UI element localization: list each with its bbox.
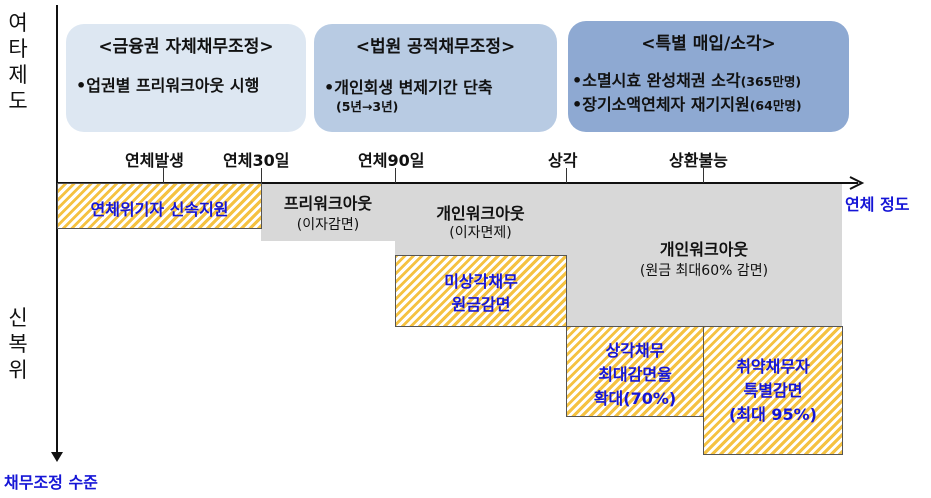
vulnerable-debtor-box: 취약채무자 특별감면 (최대 95%) [703, 326, 843, 455]
box-title: <특별 매입/소각> [641, 34, 776, 54]
individual-workout-title: 개인워크아웃 [436, 204, 525, 223]
rapid-support-box: 연체위기자 신속지원 [57, 183, 262, 229]
financial-sector-box: <금융권 자체채무조정> •업권별 프리워크아웃 시행 [66, 24, 306, 132]
box-line: •개인회생 변제기간 단축 [324, 78, 493, 97]
box-line: (최대 95%) [729, 405, 817, 424]
y-axis-label: 채무조정 수준 [4, 473, 98, 492]
box-line: 상각채무 [605, 341, 665, 360]
individual-workout-interest-region [395, 183, 566, 255]
tick [395, 168, 396, 183]
prework-out-sub: (이자감면) [296, 217, 360, 233]
box-line: 미상각채무 [444, 272, 518, 291]
box-line: •장기소액연체자 재기지원(64만명) [572, 91, 802, 115]
vlabel-char: 타 [8, 37, 28, 61]
tick [261, 168, 262, 183]
stage-label: 상환불능 [669, 151, 728, 170]
written-off-debt-box: 상각채무 최대감면율 확대(70%) [566, 326, 704, 417]
stage-label: 연체90일 [358, 151, 425, 170]
box-line-small: (365만명) [740, 74, 802, 89]
tick [703, 168, 704, 183]
rapid-support-label: 연체위기자 신속지원 [90, 200, 229, 219]
prework-out-title: 프리워크아웃 [283, 194, 373, 213]
vlabel-char: 복 [8, 332, 28, 356]
tick [163, 168, 164, 183]
box-line-main: •장기소액연체자 재기지원 [572, 95, 750, 114]
prework-out-region [261, 183, 395, 241]
vlabel-char: 도 [8, 89, 28, 113]
box-line: •업권별 프리워크아웃 시행 [76, 76, 260, 95]
box-line: •소멸시효 완성채권 소각(365만명) [572, 67, 801, 91]
box-title: <법원 공적채무조정> [355, 37, 516, 57]
box-line: 최대감면율 [598, 365, 672, 384]
x-axis-label: 연체 정도 [845, 195, 910, 214]
court-adjustment-box: <법원 공적채무조정> •개인회생 변제기간 단축 (5년→3년) [314, 24, 557, 132]
box-line: 취약채무자 [736, 357, 810, 376]
vlabel-char: 위 [8, 358, 28, 382]
individual-workout-principal-region [566, 183, 842, 326]
box-line: 특별감면 [743, 381, 803, 400]
individual-workout-sub: (이자면제) [449, 225, 512, 241]
vlabel-char: 여 [8, 11, 28, 35]
box-line: 확대(70%) [593, 389, 677, 408]
box-line: 원금감면 [451, 295, 511, 314]
stage-label: 연체발생 [125, 151, 184, 170]
vlabel-char: 신 [8, 306, 28, 330]
unwritten-debt-box: 미상각채무 원금감면 [395, 255, 567, 327]
box-subline: (5년→3년) [336, 99, 399, 114]
individual-workout-principal-sub: (원금 최대60% 감면) [639, 263, 769, 279]
box-line-small: (64만명) [749, 98, 802, 113]
box-title: <금융권 자체채무조정> [98, 37, 274, 57]
box-line-main: •소멸시효 완성채권 소각 [572, 71, 741, 90]
stage-label: 연체30일 [223, 151, 290, 170]
individual-workout-principal-title: 개인워크아웃 [659, 240, 749, 259]
stage-label: 상각 [548, 151, 578, 170]
tick [566, 168, 567, 183]
special-purchase-box: <특별 매입/소각> •소멸시효 완성채권 소각(365만명) •장기소액연체자… [568, 21, 849, 132]
vlabel-char: 제 [8, 63, 28, 87]
